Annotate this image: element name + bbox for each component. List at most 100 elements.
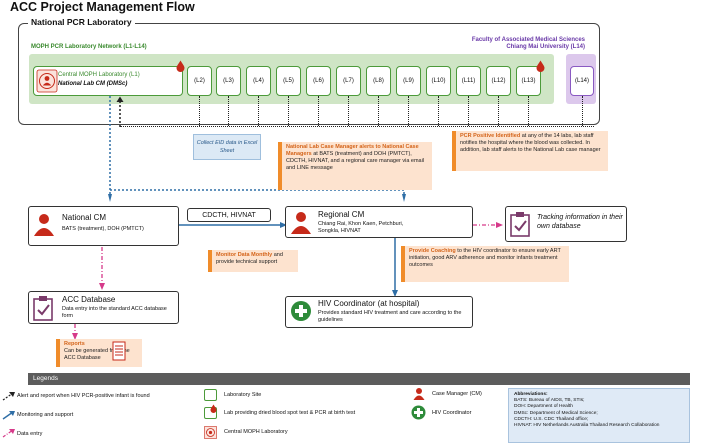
alert-line — [348, 96, 349, 126]
lab-l3: (L3) — [216, 66, 241, 96]
alert-line — [582, 96, 583, 126]
pcr-positive-callout: PCR Positive Identified at any of the 14… — [452, 131, 608, 171]
legend-alert: Alert and report when HIV PCR-positive i… — [17, 393, 150, 399]
pcr-positive-bold: PCR Positive Identified — [460, 133, 521, 139]
case-manager-legend-icon — [413, 388, 425, 400]
alert-line — [468, 96, 469, 126]
faculty-title-line1: Faculty of Associated Medical Sciences — [471, 37, 585, 43]
alert-line — [378, 96, 379, 126]
lab-site-legend-icon — [204, 389, 217, 401]
national-alert-rest: at BATS (treatment) and DOH (PMTCT), CDC… — [286, 151, 425, 171]
lab-l4: (L4) — [246, 66, 271, 96]
national-alert-bold: National Lab Case Manager alerts to Nati… — [286, 144, 419, 157]
lab-l12: (L12) — [486, 66, 511, 96]
legend-title: Legends — [33, 375, 58, 382]
legend-lab-dbs: Lab providing dried blood spot test & PC… — [224, 410, 356, 416]
abbreviation-line: BATS: Bureau of AIDS, TB, STIs; — [514, 398, 585, 404]
faculty-title: Faculty of Associated Medical Sciences C… — [445, 37, 585, 51]
central-lab-line1: Central MOPH Laboratory (L1) — [58, 72, 140, 78]
alert-line — [438, 96, 439, 126]
lab-l2: (L2) — [187, 66, 212, 96]
tracking-box — [505, 206, 627, 242]
lab-l7: (L7) — [336, 66, 361, 96]
blood-drop-icon — [536, 60, 545, 72]
legend-case-manager: Case Manager (CM) — [432, 391, 482, 397]
alert-bus-line — [120, 126, 594, 127]
monitor-callout: Monitor Data Monthly and provide technic… — [208, 250, 298, 272]
data-entry-arrow-legend-icon — [2, 429, 15, 438]
coaching-callout: Provide Coaching to the HIV coordinator … — [401, 246, 569, 282]
lab-l6: (L6) — [306, 66, 331, 96]
national-pcr-lab-title: National PCR Laboratory — [28, 17, 135, 27]
acc-database-box — [28, 291, 179, 324]
abbreviation-line: DOH: Department of Health — [514, 404, 573, 410]
alert-line — [199, 96, 200, 126]
regional-cm-sub2: Songkla, HIVNAT — [318, 228, 361, 234]
abbreviation-line: CDCTH: U.S. CDC Thailand office; — [514, 416, 589, 422]
central-lab-legend-icon — [204, 426, 217, 439]
national-cm-sub: BATS (treatment), DOH (PMTCT) — [62, 226, 144, 232]
legend-hiv-coordinator: HIV Coordinator — [432, 410, 472, 416]
central-lab-box — [33, 66, 183, 96]
cdcth-hivnat-label: CDCTH, HIVNAT — [187, 208, 271, 222]
collect-eid-note: Collect EID data in Excel Sheet — [193, 134, 261, 160]
coaching-rest: to the HIV coordinator to ensure early A… — [409, 248, 561, 268]
abbreviations-box: Abbreviations: BATS: Bureau of AIDS, TB,… — [508, 388, 690, 443]
abbreviations-heading: Abbreviations: — [514, 392, 548, 397]
hiv-coordinator-box — [285, 296, 473, 328]
lab-dbs-legend-icon — [204, 407, 217, 419]
report-document-icon — [112, 341, 126, 361]
national-alert-callout: National Lab Case Manager alerts to Nati… — [278, 142, 432, 190]
acc-database-sub: Data entry into the standard ACC databas… — [62, 306, 167, 319]
lab-l14: (L14) — [570, 66, 594, 96]
tracking-text: Tracking information in their own databa… — [537, 214, 623, 230]
alert-arrow-up — [116, 96, 124, 127]
case-manager-icon — [291, 212, 311, 234]
national-cm-title: National CM — [62, 213, 107, 222]
checklist-icon — [33, 296, 53, 321]
reports-bold: Reports — [64, 341, 85, 347]
abbreviation-line: DMSc: Department of Medical Science; — [514, 410, 598, 416]
alert-line — [318, 96, 319, 126]
abbreviation-line: HIVNAT: HIV Netherlands Australia Thaila… — [514, 423, 660, 429]
lab-l9: (L9) — [396, 66, 421, 96]
alert-line — [528, 96, 529, 126]
network-title: MOPH PCR Laboratory Network (L1-L14) — [31, 44, 147, 50]
alert-arrow-legend-icon — [2, 392, 15, 401]
lab-l5: (L5) — [276, 66, 301, 96]
lab-l13: (L13) — [516, 66, 541, 96]
blood-drop-icon — [176, 60, 185, 72]
blood-drop-icon — [210, 404, 217, 413]
case-manager-icon — [34, 214, 54, 236]
legend-lab-site: Laboratory Site — [224, 392, 262, 398]
monitor-rest: and provide technical support — [216, 252, 283, 265]
hiv-coordinator-legend-icon — [411, 405, 426, 420]
alert-line — [228, 96, 229, 126]
central-lab-icon — [36, 69, 58, 93]
coaching-bold: Provide Coaching — [409, 248, 456, 254]
alert-line — [288, 96, 289, 126]
regional-cm-sub1: Chiang Rai, Khon Kaen, Petchburi, — [318, 221, 404, 227]
legend-central-lab: Central MOPH Laboratory — [224, 429, 288, 435]
legend-bar — [28, 373, 690, 385]
legend-data-entry: Data entry — [17, 431, 43, 437]
alert-line — [258, 96, 259, 126]
monitoring-arrow-legend-icon — [2, 411, 15, 420]
alert-line — [498, 96, 499, 126]
lab-l10: (L10) — [426, 66, 451, 96]
alert-line — [408, 96, 409, 126]
diagram-title: ACC Project Management Flow — [10, 0, 195, 14]
hiv-coordinator-icon — [291, 301, 311, 321]
regional-cm-box — [285, 206, 473, 238]
faculty-title-line2: Chiang Mai University (L14) — [506, 44, 585, 50]
lab-l8: (L8) — [366, 66, 391, 96]
checklist-icon — [510, 212, 530, 237]
national-cm-box — [28, 206, 179, 246]
monitor-bold: Monitor Data Monthly — [216, 252, 273, 258]
pcr-positive-rest: at any of the 14 labs, lab staff notifie… — [460, 133, 601, 153]
acc-database-title: ACC Database — [62, 295, 116, 304]
hiv-coordinator-sub: Provides standard HIV treatment and care… — [318, 310, 462, 323]
legend-monitoring: Monitoring and support — [17, 412, 74, 418]
